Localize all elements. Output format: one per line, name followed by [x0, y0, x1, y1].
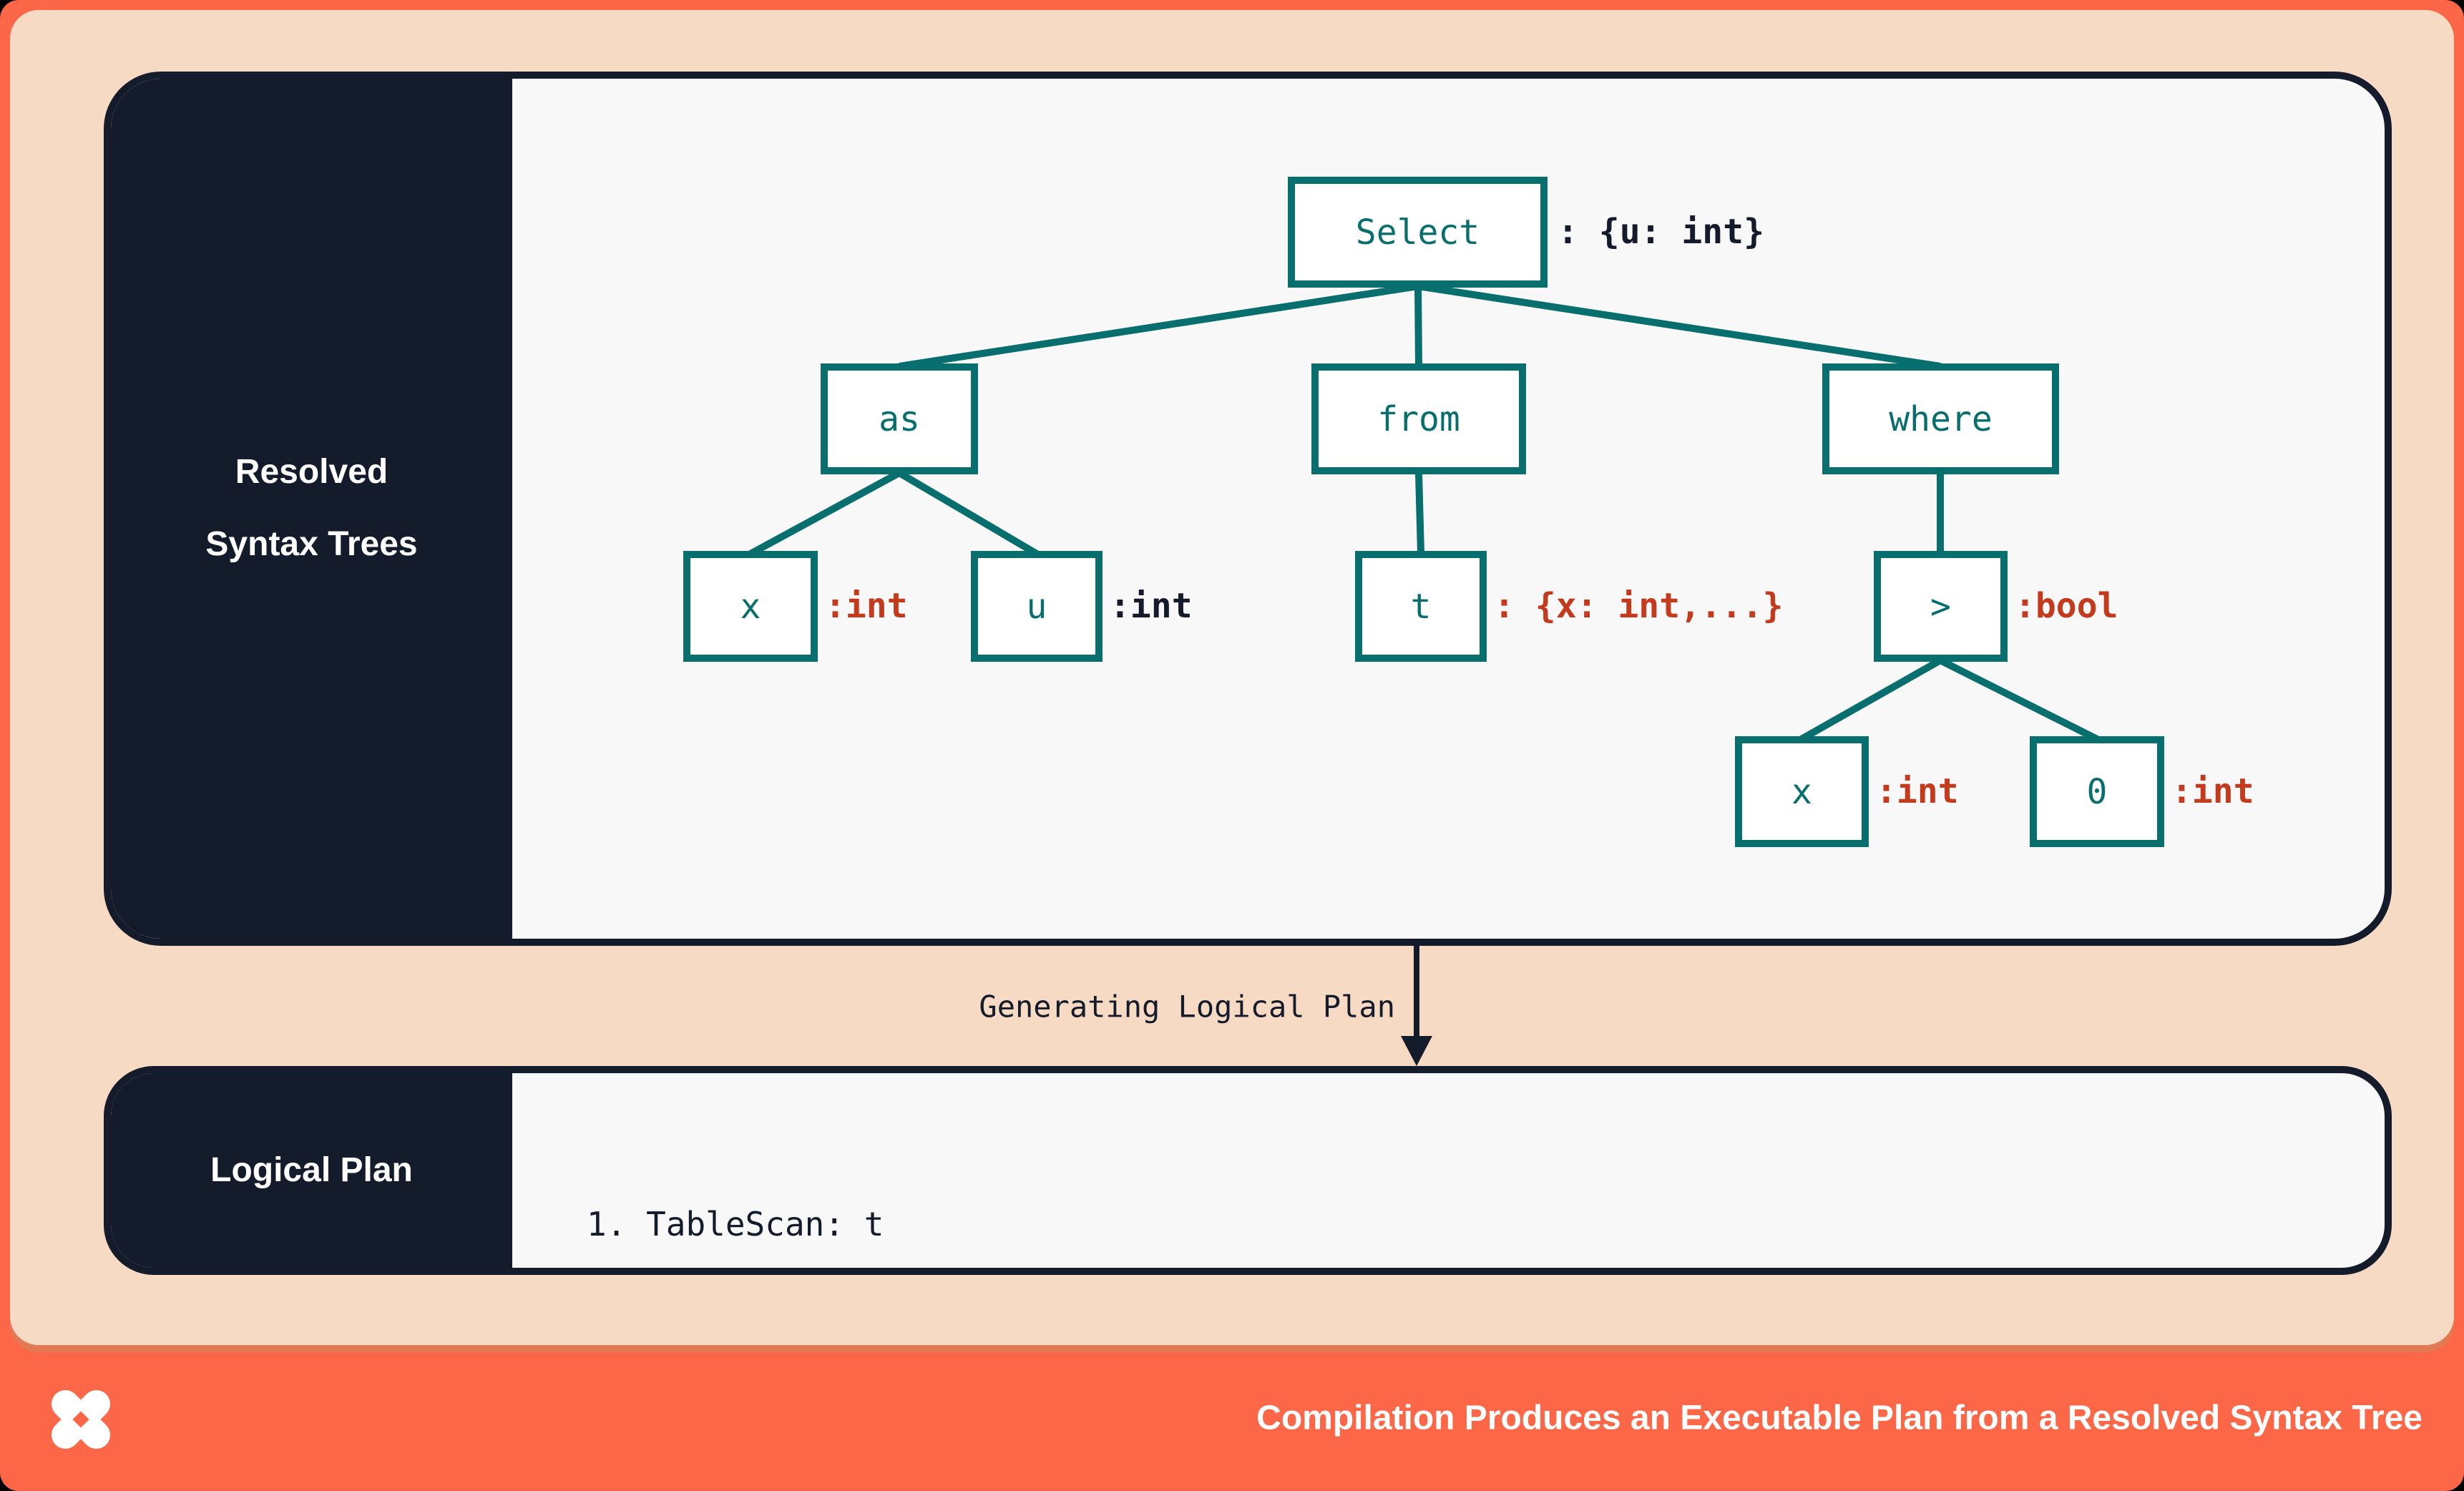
- edge-select-as: [899, 283, 1419, 370]
- ast-node-from-label: from: [1377, 399, 1460, 439]
- ast-node-as: as: [821, 363, 978, 474]
- down-arrow-head-icon: [1401, 1036, 1432, 1066]
- ast-type-x2: :int: [1876, 771, 1959, 811]
- logical-plan-label: Logical Plan: [210, 1150, 413, 1189]
- ast-node-select: Select: [1288, 177, 1548, 288]
- logical-plan-panel: Logical Plan 1. TableScan: t 2. Filter: …: [104, 1066, 2392, 1275]
- transition-label: Generating Logical Plan: [979, 989, 1395, 1025]
- edge-from-t: [1415, 472, 1424, 554]
- edge-as-u: [897, 469, 1039, 557]
- edge-gt-zero: [1938, 657, 2099, 743]
- edge-select-from: [1414, 285, 1422, 367]
- logical-plan-steps: 1. TableScan: t 2. Filter: t.x > 0 3. Pr…: [587, 1099, 1042, 1268]
- logical-plan-step: 1. TableScan: t: [587, 1205, 884, 1243]
- ast-type-gt: :bool: [2015, 586, 2118, 626]
- edge-as-x: [748, 469, 901, 557]
- resolved-label-line2: Syntax Trees: [205, 525, 418, 563]
- ast-node-gt-label: >: [1930, 586, 1951, 627]
- ast-node-zero-label: 0: [2086, 771, 2108, 812]
- tobiko-logo-icon: [51, 1389, 111, 1450]
- tree-edges: [748, 283, 2099, 743]
- ast-type-x: :int: [825, 586, 908, 626]
- ast-node-x2-label: x: [1791, 771, 1812, 812]
- ast-node-t: t: [1355, 551, 1487, 662]
- footer-title: Compilation Produces an Executable Plan …: [1256, 1399, 2423, 1437]
- ast-node-where-label: where: [1889, 399, 1993, 439]
- ast-node-x2: x: [1735, 736, 1869, 847]
- ast-node-as-label: as: [879, 399, 920, 439]
- ast-node-t-label: t: [1410, 586, 1432, 627]
- ast-type-zero: :int: [2171, 771, 2254, 811]
- ast-node-x: x: [683, 551, 818, 662]
- ast-node-u: u: [971, 551, 1103, 662]
- logical-plan-sidebar: Logical Plan: [111, 1073, 512, 1268]
- ast-node-select-label: Select: [1355, 212, 1480, 253]
- ast-type-t: : {x: int,...}: [1494, 586, 1784, 626]
- down-arrow-line: [1414, 946, 1419, 1037]
- resolved-syntax-trees-label: Resolved Syntax Trees: [205, 436, 417, 581]
- ast-type-select: : {u: int}: [1558, 212, 1764, 252]
- edge-select-where: [1417, 283, 1941, 370]
- ast-node-x-label: x: [740, 586, 761, 627]
- resolved-syntax-trees-panel: Resolved Syntax Trees Select : {u: int}: [104, 72, 2392, 946]
- ast-node-where: where: [1822, 363, 2059, 474]
- resolved-label-line1: Resolved: [235, 453, 388, 492]
- edge-gt-x: [1799, 657, 1942, 743]
- ast-node-from: from: [1311, 363, 1526, 474]
- ast-node-u-label: u: [1026, 586, 1047, 627]
- resolved-syntax-trees-sidebar: Resolved Syntax Trees: [111, 79, 512, 939]
- ast-type-u: :int: [1110, 586, 1193, 626]
- ast-node-zero: 0: [2030, 736, 2164, 847]
- ast-node-gt: >: [1874, 551, 2008, 662]
